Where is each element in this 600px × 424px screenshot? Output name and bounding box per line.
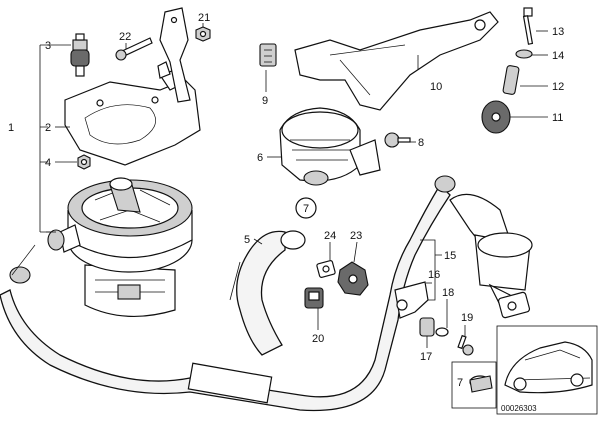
- callout-3: 3: [45, 40, 51, 52]
- part-rubber-mount[interactable]: [70, 33, 90, 77]
- callout-6: 6: [257, 152, 263, 164]
- callout-21: 21: [198, 12, 210, 24]
- image-id: 00026303: [501, 404, 537, 413]
- part-nut-4[interactable]: [77, 154, 91, 170]
- part-screw-22[interactable]: [115, 37, 153, 61]
- callout-8: 8: [418, 137, 424, 149]
- part-air-pump[interactable]: [47, 177, 193, 317]
- part-hose-5[interactable]: [236, 230, 306, 356]
- part-nut-21[interactable]: [195, 26, 211, 42]
- callout-14: 14: [552, 50, 564, 62]
- part-washer-18[interactable]: [435, 327, 449, 337]
- callout-11: 11: [552, 112, 563, 124]
- callout-7: 7: [303, 203, 309, 215]
- part-screw-8[interactable]: [384, 132, 411, 148]
- callout-15: 15: [444, 250, 456, 262]
- part-bracket-strap[interactable]: [157, 7, 191, 103]
- callout-7-inset: 7: [457, 377, 463, 389]
- callout-4: 4: [45, 157, 51, 169]
- part-valve-23[interactable]: [337, 261, 369, 296]
- part-valve-housing[interactable]: [279, 107, 381, 186]
- part-grommet-20[interactable]: [304, 287, 324, 309]
- inset-clamp-7: [451, 361, 497, 409]
- callout-22: 22: [119, 31, 131, 43]
- callout-17: 17: [420, 351, 432, 363]
- callout-1: 1: [8, 122, 14, 134]
- part-bolt-19[interactable]: [457, 334, 474, 356]
- part-sleeve-17[interactable]: [419, 317, 435, 337]
- part-ring-24[interactable]: [316, 260, 336, 278]
- callout-19: 19: [461, 312, 473, 324]
- group-bracket-1: [39, 44, 56, 233]
- inset-car-view: [496, 325, 598, 415]
- callout-5: 5: [244, 234, 250, 246]
- part-hose-assembly[interactable]: [0, 183, 451, 412]
- part-clip-16[interactable]: [394, 281, 429, 319]
- callout-2: 2: [45, 122, 51, 134]
- callout-20: 20: [312, 333, 324, 345]
- part-long-bracket[interactable]: [294, 11, 499, 111]
- callout-18: 18: [442, 287, 454, 299]
- callout-9: 9: [262, 95, 268, 107]
- callout-7-circle: [295, 197, 317, 219]
- callout-24: 24: [324, 230, 336, 242]
- callout-13: 13: [552, 26, 564, 38]
- callout-12: 12: [552, 81, 564, 93]
- callout-labels: 1 2 3 4 5 6 7 8 9 10 11 12 13 14 15 16 1…: [8, 12, 564, 413]
- callout-23: 23: [350, 230, 362, 242]
- part-pipe-fitting[interactable]: [434, 175, 533, 319]
- callout-16: 16: [428, 269, 440, 281]
- callout-10: 10: [430, 81, 442, 93]
- part-clip-9[interactable]: [259, 43, 277, 67]
- part-right-stack[interactable]: [481, 7, 534, 134]
